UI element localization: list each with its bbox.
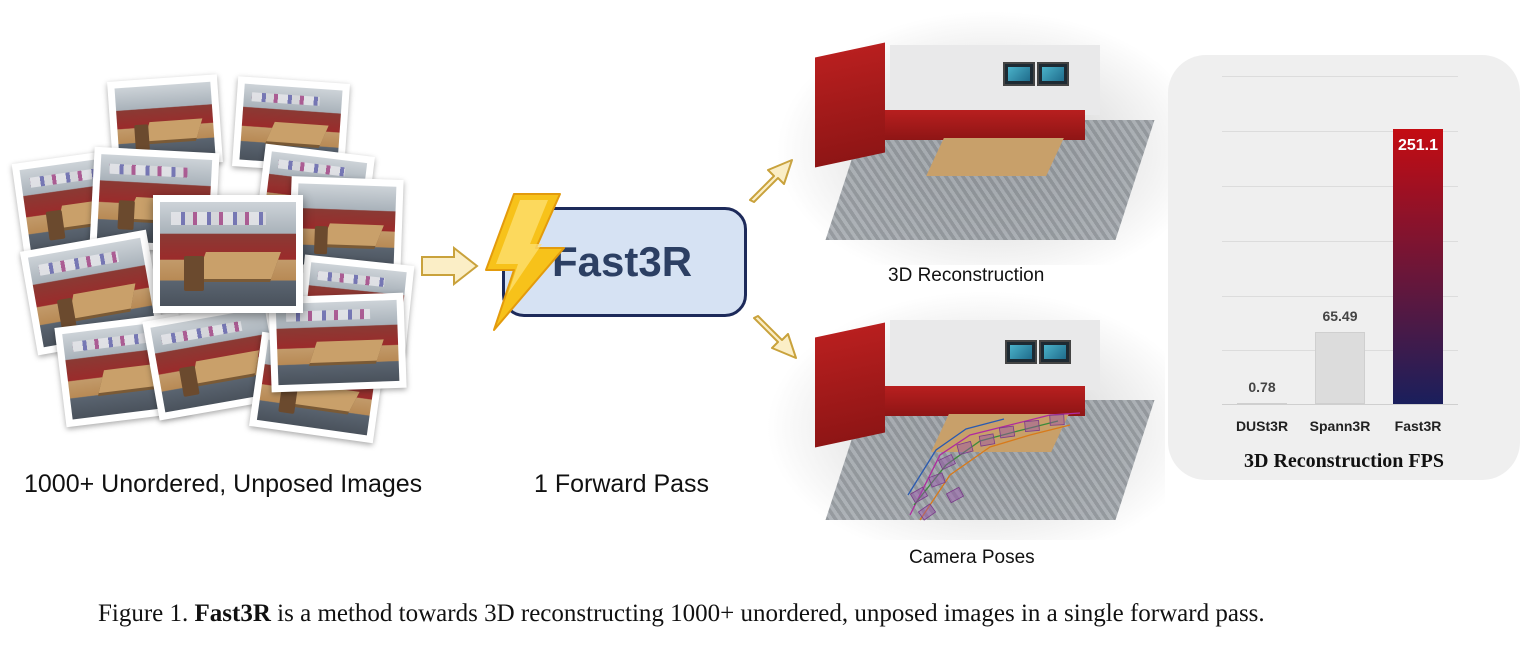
camera-poses-label: Camera Poses <box>909 547 1035 568</box>
reconstruction-label: 3D Reconstruction <box>888 265 1045 286</box>
camera-poses-point-cloud <box>765 290 1165 540</box>
model-name: Fast3R <box>552 238 693 285</box>
bar-value-label: 65.49 <box>1322 308 1358 325</box>
x-tick-label: Spann3R <box>1309 418 1371 434</box>
gridline <box>1222 76 1458 77</box>
arrow-right-icon <box>421 246 479 286</box>
bar-value-label: 251.1 <box>1397 137 1439 155</box>
x-tick-label: Fast3R <box>1394 418 1442 434</box>
chart-title: 3D Reconstruction FPS <box>1244 450 1444 472</box>
x-tick-label: DUSt3R <box>1235 418 1289 434</box>
gridline <box>1222 241 1458 242</box>
camera-frustums-icon <box>907 412 1081 521</box>
gridline <box>1222 131 1458 132</box>
input-image-collage <box>10 70 420 450</box>
fps-chart-panel <box>1168 55 1520 480</box>
caption-bold: Fast3R <box>194 600 271 627</box>
input-label: 1000+ Unordered, Unposed Images <box>24 470 423 498</box>
x-axis-line <box>1222 404 1458 405</box>
input-photo-front <box>153 195 303 313</box>
gridline <box>1222 296 1458 297</box>
caption-text: is a method towards 3D reconstructing 10… <box>270 600 1265 627</box>
bar-fast3r <box>1393 129 1443 404</box>
bar-dust3r <box>1237 403 1287 405</box>
bar-value-label: 0.78 <box>1248 379 1276 395</box>
gridline <box>1222 186 1458 187</box>
reconstruction-point-cloud <box>775 10 1170 265</box>
bar-spann3r <box>1315 332 1365 404</box>
caption-prefix: Figure 1. <box>98 600 195 627</box>
forward-pass-label: 1 Forward Pass <box>534 470 710 498</box>
figure-caption: Figure 1. Fast3R is a method towards 3D … <box>98 600 1265 628</box>
lightning-icon <box>485 193 565 331</box>
